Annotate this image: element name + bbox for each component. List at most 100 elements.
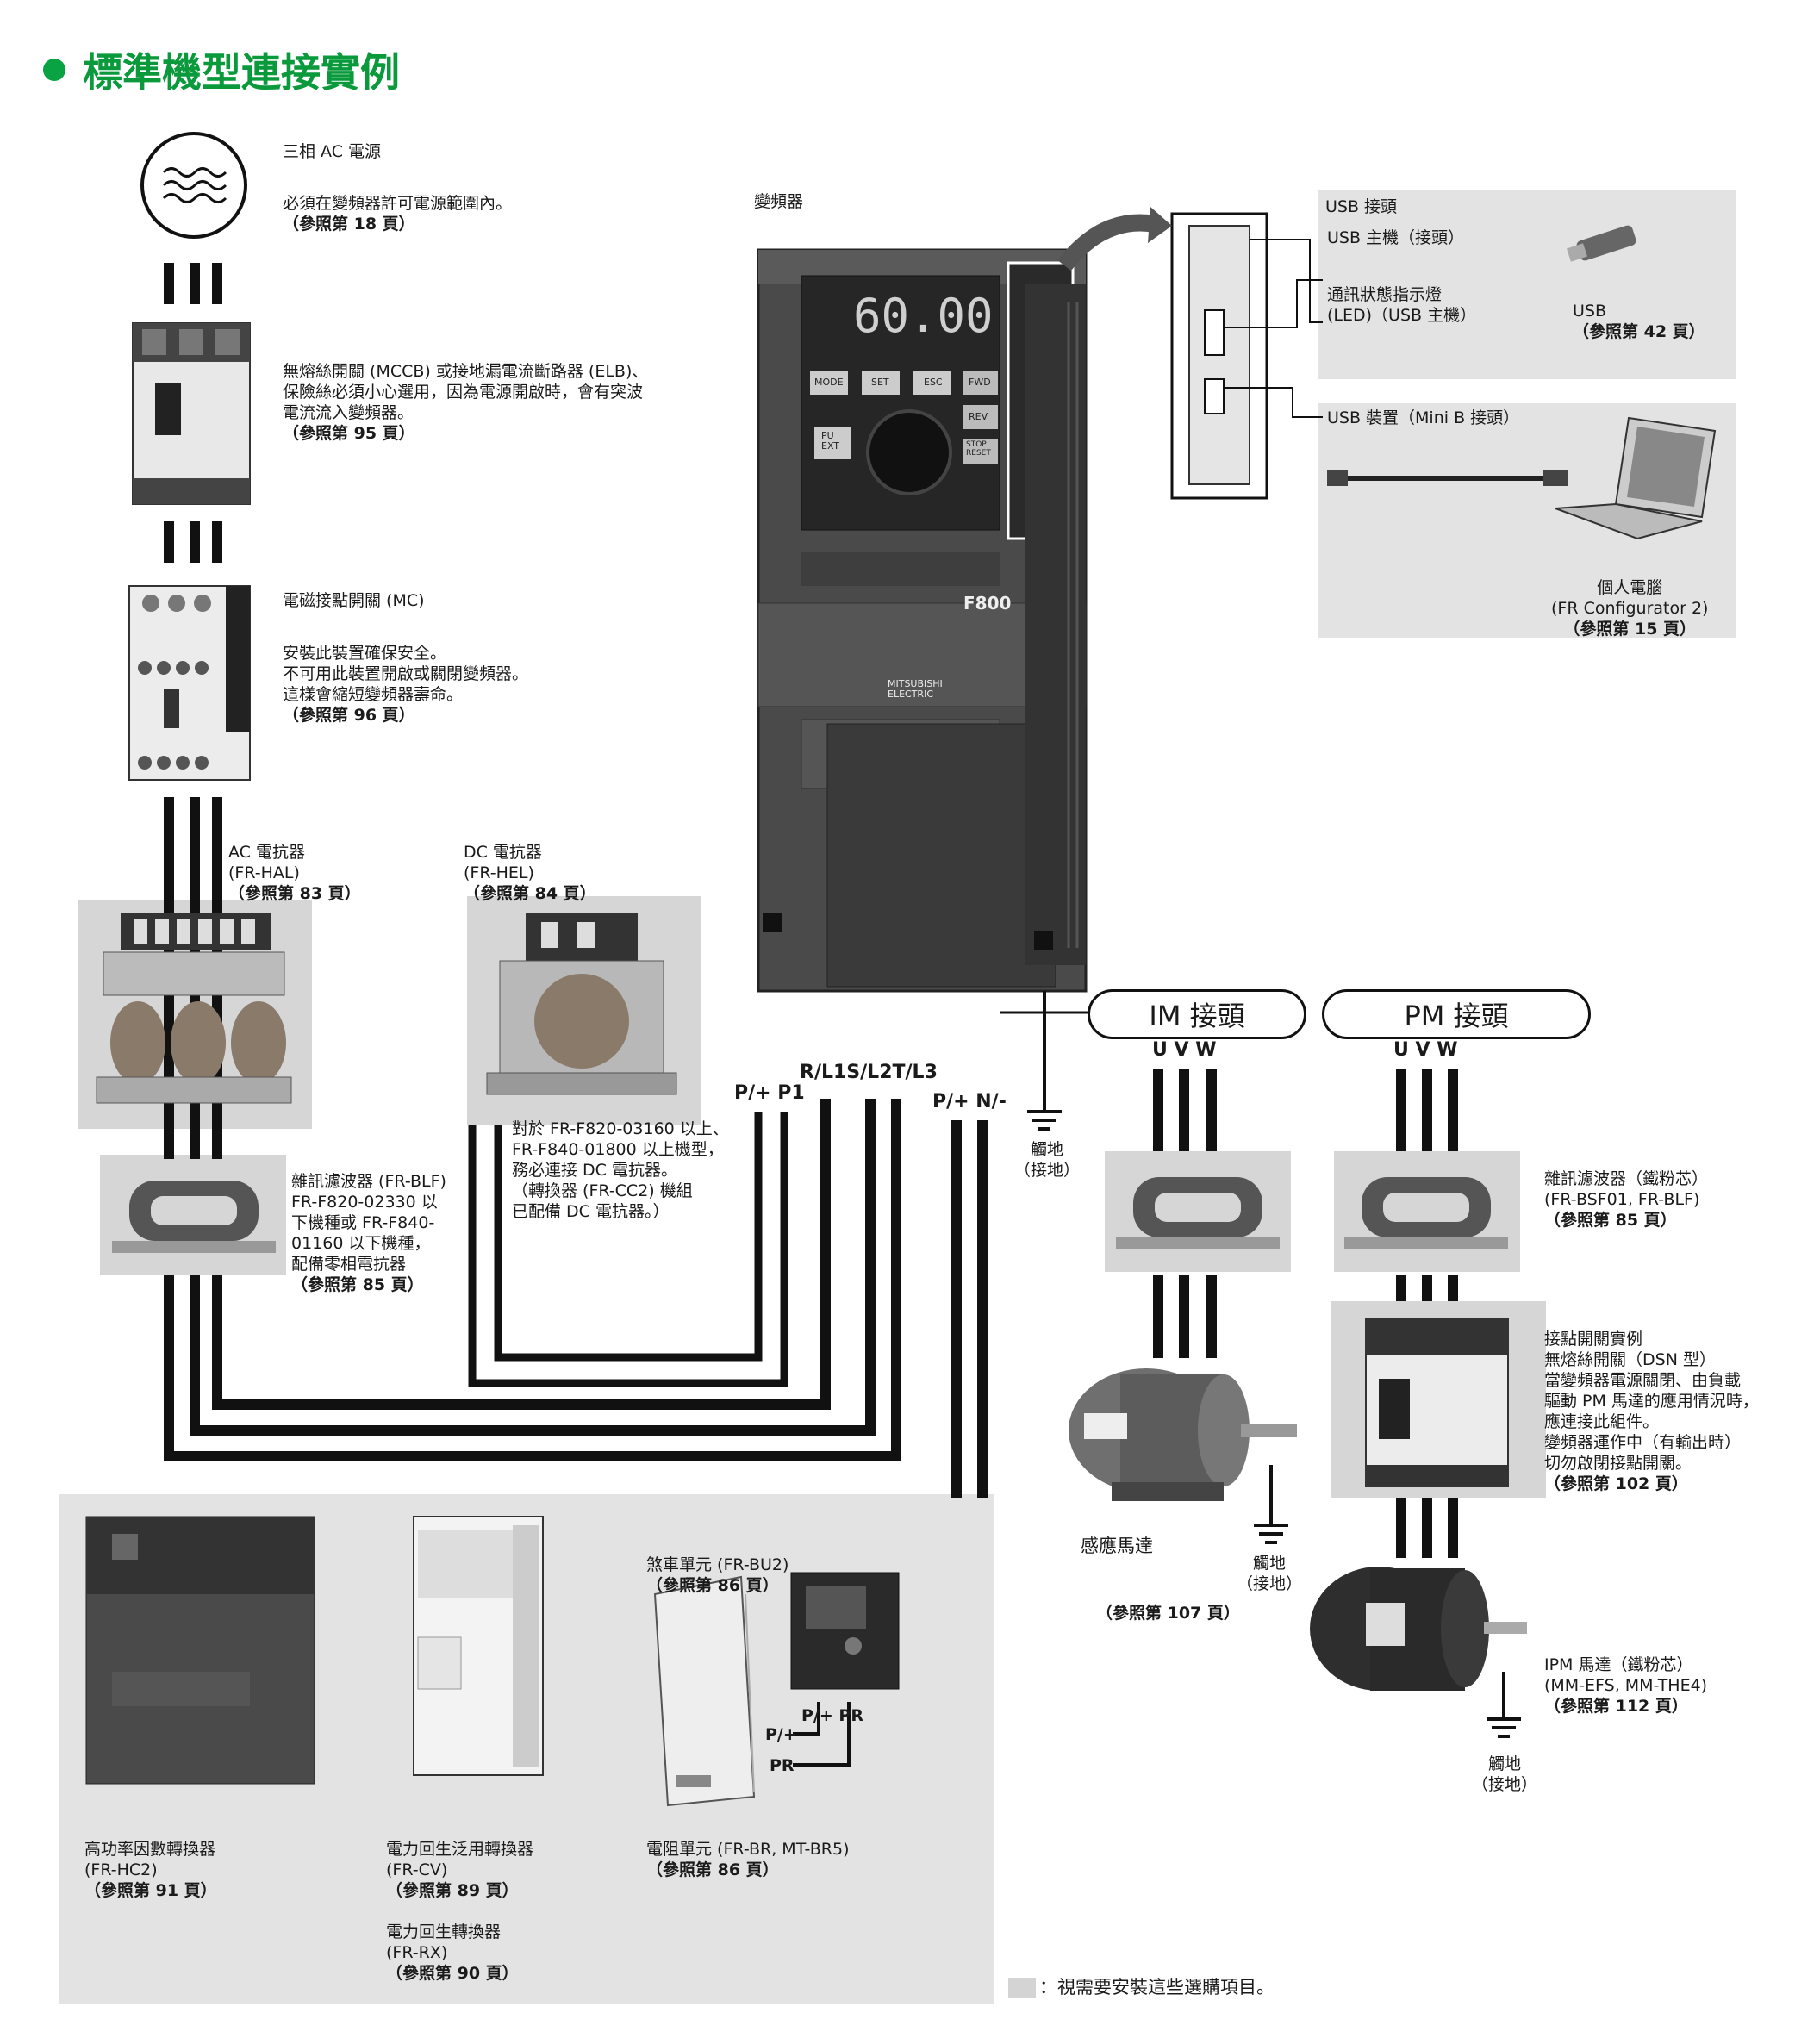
usb-callout-arrowhead <box>1148 207 1172 243</box>
bu2-terminal-1: P/+ PR <box>801 1706 863 1725</box>
mc-ref: （參照第 96 頁） <box>283 706 415 725</box>
mc-device <box>128 585 251 781</box>
usb-stick-ref: （參照第 42 頁） <box>1573 322 1705 341</box>
pm-uvw-label: U V W <box>1393 1039 1458 1061</box>
usb-host-label: USB 主機（接頭） <box>1327 228 1465 247</box>
br-label: 電阻單元 (FR-BR, MT-BR5) （參照第 86 頁） <box>646 1818 849 1901</box>
br-ref: （參照第 86 頁） <box>646 1860 779 1879</box>
rx-name: 電力回生轉換器 (FR-RX) <box>386 1922 502 1962</box>
inverter-brand: MITSUBISHI ELECTRIC <box>888 678 943 700</box>
inverter-device <box>757 248 1088 993</box>
bu2-ref: （參照第 86 頁） <box>646 1576 779 1595</box>
dc-reactor-note: 對於 FR-F820-03160 以上、 FR-F840-01800 以上機型，… <box>512 1119 729 1221</box>
pm-connector-badge: PM 接頭 <box>1322 989 1591 1039</box>
inverter-display: 60.00 <box>853 289 994 343</box>
usb-panel-title: USB 接頭 <box>1325 197 1398 216</box>
mccb-desc: 無熔絲開關 (MCCB) 或接地漏電流斷路器 (ELB)、 保險絲必須小心選用，… <box>283 340 648 464</box>
dc-bus-wiring <box>951 1120 988 1498</box>
ac-reactor-label: AC 電抗器 (FR-HAL) （參照第 83 頁） <box>228 821 361 925</box>
terminal-p-n: P/+ N/- <box>932 1091 1007 1112</box>
bu2-terminal-3: PR <box>770 1756 795 1775</box>
key-fwd: FWD <box>969 377 991 388</box>
noise-filter-in <box>112 1181 276 1253</box>
usb-callout-arrow <box>1057 214 1156 271</box>
im-connector-badge: IM 接頭 <box>1088 989 1306 1039</box>
ipm-motor-device <box>1310 1567 1527 1691</box>
im-noise-filter <box>1116 1177 1280 1249</box>
title-text: 標準機型連接實例 <box>83 49 400 96</box>
power-desc-text: 必須在變頻器許可電源範圍內。 <box>283 194 513 213</box>
mc-name: 電磁接點開關 (MC) <box>283 591 425 610</box>
dc-reactor-ref: （參照第 84 頁） <box>464 884 596 903</box>
power-desc: 必須在變頻器許可電源範圍內。 （參照第 18 頁） <box>283 172 512 255</box>
usb-connector-graphic <box>1170 212 1268 500</box>
key-pu-ext: PU EXT <box>821 430 840 452</box>
legend-swatch <box>1008 1978 1036 1998</box>
noise-filter-in-ref: （參照第 85 頁） <box>291 1275 424 1294</box>
pm-contact-ref: （參照第 102 頁） <box>1544 1474 1688 1493</box>
power-ref: （參照第 18 頁） <box>283 215 415 234</box>
usb-stick-label: USB （參照第 42 頁） <box>1573 280 1705 363</box>
bu2-br-wiring <box>793 1702 851 1767</box>
bu2-name: 煞車單元 (FR-BU2) <box>646 1555 789 1574</box>
pm-contact-label: 接點開關實例 無熔絲開關（DSN 型） 當變頻器電源關閉、由負載 驅動 PM 馬… <box>1544 1308 1759 1515</box>
power-name: 三相 AC 電源 <box>283 142 382 161</box>
rx-ref: （參照第 90 頁） <box>386 1964 519 1983</box>
pm-motor-name: IPM 馬達（鐵粉芯） (MM-EFS, MM-THE4) <box>1544 1655 1708 1695</box>
pm-contact-text: 接點開關實例 無熔絲開關（DSN 型） 當變頻器電源關閉、由負載 驅動 PM 馬… <box>1544 1330 1759 1473</box>
pm-noise-filter <box>1344 1177 1508 1249</box>
im-ground-label: 觸地 （接地） <box>1237 1554 1303 1593</box>
hc2-name: 高功率因數轉換器 (FR-HC2) <box>84 1840 216 1879</box>
im-uvw-label: U V W <box>1152 1039 1217 1061</box>
input-wiring <box>164 1099 901 1461</box>
ac-wave-2 <box>162 180 228 190</box>
inverter-ground-label: 觸地 （接地） <box>1014 1140 1081 1180</box>
ground-symbol-im <box>1254 1524 1288 1544</box>
key-esc: ESC <box>924 377 943 388</box>
ac-reactor-name: AC 電抗器 (FR-HAL) <box>228 843 305 882</box>
pc-label: 個人電腦 (FR Configurator 2) （參照第 15 頁） <box>1551 557 1708 660</box>
key-rev: REV <box>969 411 988 422</box>
noise-filter-in-name: 雜訊濾波器 (FR-BLF) FR-F820-02330 以 下機種或 FR-F… <box>291 1172 446 1274</box>
pc-ref: （參照第 15 頁） <box>1563 620 1697 639</box>
pm-ground-label: 觸地 （接地） <box>1472 1754 1538 1794</box>
usb-panel <box>1318 190 1736 379</box>
hc2-label: 高功率因數轉換器 (FR-HC2) （參照第 91 頁） <box>84 1818 217 1922</box>
bu2-device <box>790 1572 900 1690</box>
im-uvw-wiring <box>1153 1069 1217 1358</box>
usb-stick-name: USB <box>1573 302 1607 321</box>
inverter-label: 變頻器 <box>754 192 804 211</box>
legend-text: ：視需要安裝這些選購項目。 <box>1039 1977 1275 1997</box>
cv-label: 電力回生泛用轉換器 (FR-CV) （參照第 89 頁） 電力回生轉換器 (FR… <box>386 1818 533 2004</box>
mccb-device <box>132 322 251 505</box>
dc-reactor-wiring <box>468 1112 788 1387</box>
usb-cable-graphic <box>1327 470 1568 486</box>
im-motor-ref: （參照第 107 頁） <box>1096 1604 1240 1623</box>
ground-symbol-pm <box>1487 1717 1521 1738</box>
dc-reactor-device <box>486 913 677 1095</box>
cv-device <box>413 1516 544 1776</box>
pm-filter-label: 雜訊濾波器（鐵粉芯） (FR-BSF01, FR-BLF) （參照第 85 頁） <box>1544 1148 1708 1251</box>
terminal-p-p1: P/+ P1 <box>734 1082 805 1104</box>
key-mode: MODE <box>814 377 844 388</box>
noise-filter-in-label: 雜訊濾波器 (FR-BLF) FR-F820-02330 以 下機種或 FR-F… <box>291 1150 446 1316</box>
br-name: 電阻單元 (FR-BR, MT-BR5) <box>646 1840 850 1859</box>
key-stop: STOP RESET <box>966 440 991 458</box>
mccb-desc-text: 無熔絲開關 (MCCB) 或接地漏電流斷路器 (ELB)、 保險絲必須小心選用，… <box>283 362 649 422</box>
ac-wave-3 <box>162 193 228 203</box>
key-set: SET <box>871 377 889 388</box>
mccb-ref: （參照第 95 頁） <box>283 424 415 443</box>
usb-led-label: 通訊狀態指示燈 (LED)（USB 主機） <box>1327 285 1477 325</box>
mc-desc-text: 安裝此裝置確保安全。 不可用此裝置開啟或關閉變頻器。 這樣會縮短變頻器壽命。 <box>283 644 529 704</box>
hc2-ref: （參照第 91 頁） <box>84 1881 217 1900</box>
ac-reactor-ref: （參照第 83 頁） <box>228 884 361 903</box>
pm-uvw-wiring <box>1396 1069 1458 1558</box>
cv-name: 電力回生泛用轉換器 (FR-CV) <box>386 1840 534 1879</box>
terminal-rst: R/L1S/L2T/L3 <box>800 1062 938 1083</box>
pm-filter-name: 雜訊濾波器（鐵粉芯） (FR-BSF01, FR-BLF) <box>1544 1169 1709 1209</box>
pm-motor-label: IPM 馬達（鐵粉芯） (MM-EFS, MM-THE4) （參照第 112 頁… <box>1544 1634 1707 1737</box>
pm-filter-ref: （參照第 85 頁） <box>1544 1211 1677 1230</box>
hc2-device <box>85 1516 315 1785</box>
br-device <box>653 1575 756 1807</box>
